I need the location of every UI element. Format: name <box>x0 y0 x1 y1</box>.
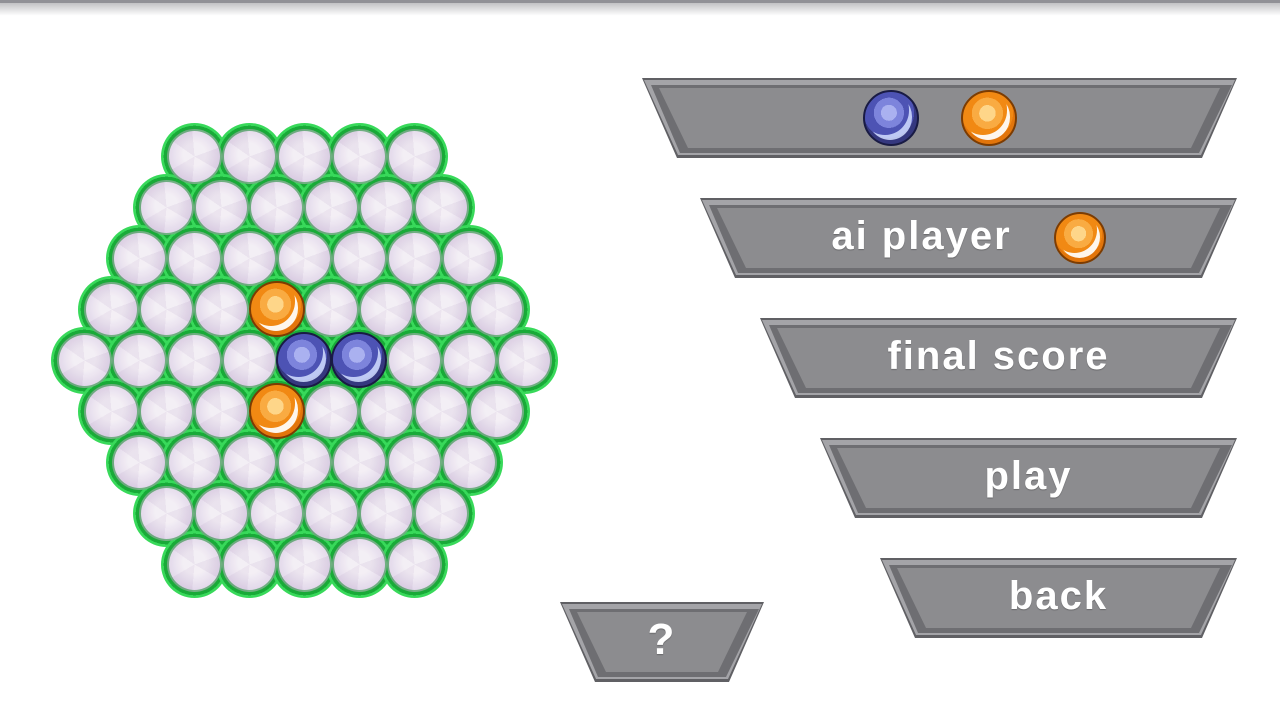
board-cell[interactable] <box>84 281 139 337</box>
board-cell[interactable] <box>331 128 387 184</box>
board-cell[interactable] <box>331 230 387 286</box>
player-colors-button[interactable] <box>642 78 1237 158</box>
board-cell[interactable] <box>386 128 442 184</box>
board-cell[interactable] <box>111 230 167 286</box>
board-cell[interactable] <box>111 434 167 490</box>
board-cell[interactable] <box>386 434 442 490</box>
board-cell[interactable] <box>414 281 469 337</box>
board-cell[interactable] <box>84 383 139 439</box>
board-cell[interactable] <box>386 536 442 592</box>
board-cell[interactable] <box>441 434 497 490</box>
help-button[interactable]: ? <box>560 602 764 682</box>
board-cell[interactable] <box>194 485 249 541</box>
board-cell[interactable] <box>414 485 469 541</box>
play-button[interactable]: play <box>820 438 1237 518</box>
board-cell[interactable] <box>386 230 442 286</box>
board-cell[interactable] <box>496 332 552 388</box>
board-cell[interactable] <box>221 128 277 184</box>
game-piece-orange[interactable] <box>248 383 305 439</box>
board-cell[interactable] <box>139 179 194 235</box>
board-cell[interactable] <box>221 434 277 490</box>
game-piece-blue[interactable] <box>331 332 387 388</box>
board-cell[interactable] <box>276 536 332 592</box>
board-cell[interactable] <box>304 281 359 337</box>
button-face <box>880 558 1237 638</box>
board-cell[interactable] <box>469 383 524 439</box>
board-cell[interactable] <box>331 536 387 592</box>
board-cell[interactable] <box>194 383 249 439</box>
status-bar <box>0 0 1280 18</box>
board-cell[interactable] <box>166 434 222 490</box>
button-face <box>642 78 1237 158</box>
orange-player-ball-icon[interactable] <box>960 90 1017 146</box>
board-cell[interactable] <box>414 179 469 235</box>
help-label: ? <box>647 615 677 664</box>
play-label: play <box>984 454 1073 498</box>
board-cell[interactable] <box>194 281 249 337</box>
board-cell[interactable] <box>249 179 304 235</box>
board-cell[interactable] <box>276 128 332 184</box>
board-cell[interactable] <box>304 383 359 439</box>
board-cell[interactable] <box>139 485 194 541</box>
board-cell[interactable] <box>221 536 277 592</box>
game-piece-orange[interactable] <box>248 281 305 337</box>
board-cell[interactable] <box>194 179 249 235</box>
board-cell[interactable] <box>276 434 332 490</box>
board-cell[interactable] <box>441 230 497 286</box>
back-button[interactable]: back <box>880 558 1237 638</box>
board-cell[interactable] <box>276 230 332 286</box>
final-score-label: final score <box>887 334 1110 378</box>
board-cell[interactable] <box>359 179 414 235</box>
board-cell[interactable] <box>304 485 359 541</box>
board-cell[interactable] <box>331 434 387 490</box>
board-cell[interactable] <box>166 128 222 184</box>
ai-player-label: ai player <box>831 214 1012 258</box>
board-cell[interactable] <box>56 332 112 388</box>
board-cell[interactable] <box>166 332 222 388</box>
board-cell[interactable] <box>166 230 222 286</box>
ai-player-orange-ball-icon[interactable] <box>1053 212 1106 264</box>
board-cell[interactable] <box>166 536 222 592</box>
final-score-button[interactable]: final score <box>760 318 1237 398</box>
board-cell[interactable] <box>249 485 304 541</box>
board-cell[interactable] <box>359 485 414 541</box>
back-label: back <box>1008 574 1109 618</box>
game-piece-blue[interactable] <box>276 332 332 388</box>
game-board[interactable] <box>0 0 640 720</box>
board-cell[interactable] <box>139 383 194 439</box>
ai-player-button[interactable]: ai player <box>700 198 1237 278</box>
board-cell[interactable] <box>414 383 469 439</box>
board-cell[interactable] <box>359 383 414 439</box>
button-face <box>820 438 1237 518</box>
blue-player-ball-icon[interactable] <box>862 90 919 146</box>
board-cell[interactable] <box>469 281 524 337</box>
button-face <box>760 318 1237 398</box>
board-cell[interactable] <box>221 230 277 286</box>
board-cell[interactable] <box>441 332 497 388</box>
board-cell[interactable] <box>139 281 194 337</box>
board-cell[interactable] <box>221 332 277 388</box>
board-cell[interactable] <box>386 332 442 388</box>
board-cell[interactable] <box>359 281 414 337</box>
board-cell[interactable] <box>304 179 359 235</box>
board-cell[interactable] <box>111 332 167 388</box>
button-face <box>700 198 1237 278</box>
